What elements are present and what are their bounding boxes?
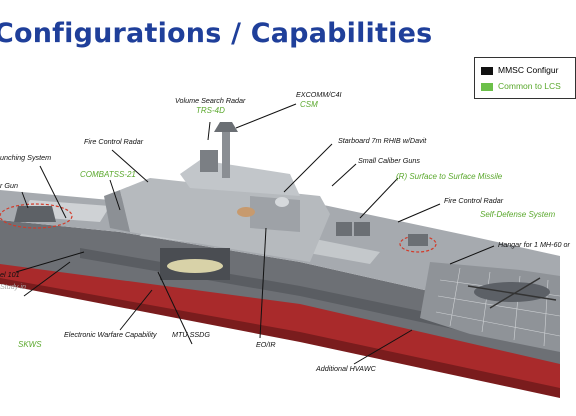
callout-self-defense-system: Self-Defense System (480, 210, 556, 219)
hull-boot-top-dark (0, 278, 560, 398)
aft-gun-icon (408, 234, 428, 246)
missile-launcher-icon (336, 222, 370, 236)
ship-illustration (0, 122, 561, 398)
callout-additional-hvawc: Additional HVAWC (316, 364, 376, 373)
radar-icon (200, 150, 218, 172)
callout-surface-to-surface-missile: (R) Surface to Surface Missile (396, 172, 503, 181)
leader-line (235, 103, 297, 129)
leader-line (15, 251, 85, 273)
legend-swatch (481, 82, 493, 91)
rhib-boat-icon (167, 259, 223, 273)
leader-line (353, 329, 413, 365)
leader-line (259, 227, 267, 339)
callout-mtu-ssdg: MTU SSDG (172, 330, 210, 339)
superstructure-front (104, 190, 130, 232)
leader-line (109, 179, 121, 211)
leader-line (111, 149, 149, 183)
leader-line (283, 143, 333, 193)
antenna-dome (237, 207, 255, 217)
ship-diagram: Configurations / Capabilities MMSC Confi… (0, 18, 576, 398)
mast-icon (222, 128, 230, 178)
callout-fire-control-radar-aft: Fire Control Radar (444, 196, 504, 205)
leader-line (21, 191, 29, 209)
aft-gun-ring (399, 235, 437, 253)
fwd-gun-ring (0, 203, 73, 229)
legend-swatch (481, 66, 493, 75)
callout-eo-ir: EO/IR (256, 340, 276, 349)
leader-line (207, 121, 211, 141)
callout-small-caliber-guns: Small Caliber Guns (358, 156, 420, 165)
fwd-gun-icon (14, 206, 56, 222)
leader-line (119, 289, 153, 331)
callout-excomm-c4i: EXCOMM/C4I (296, 90, 342, 99)
legend: MMSC Configur Common to LCS (474, 57, 576, 99)
callout-r-gun: r Gun (0, 181, 18, 190)
legend-item-mmsc: MMSC Configur (481, 64, 558, 76)
callout-hangar: Hangar for 1 MH-60 or (498, 240, 570, 249)
callout-combatss-21: COMBATSS-21 (80, 170, 136, 179)
callout-csm: CSM (300, 100, 318, 109)
legend-item-common: Common to LCS (481, 80, 561, 92)
leader-line (23, 261, 71, 297)
page-title: Configurations / Capabilities (0, 18, 433, 49)
callout-skws: SKWS (18, 340, 42, 349)
callout-electronic-warfare: Electronic Warfare Capability (64, 330, 157, 339)
callout-trs-4d: TRS-4D (196, 106, 225, 115)
legend-label: Common to LCS (498, 81, 561, 91)
callout-fire-control-radar-fwd: Fire Control Radar (84, 137, 144, 146)
antenna-dome (275, 197, 289, 207)
helicopter-icon (467, 277, 557, 309)
legend-label: MMSC Configur (498, 65, 559, 75)
leader-line (359, 177, 399, 219)
callout-volume-search-radar: Volume Search Radar (175, 96, 246, 105)
leader-line (449, 245, 495, 265)
leader-line (157, 271, 193, 345)
mast-top (214, 122, 238, 132)
callout-launching-system: unching System (0, 153, 52, 162)
callout-mk-101: el 101 (0, 270, 20, 279)
callout-study-in: Study in (0, 282, 26, 291)
callout-starboard-rhib: Starboard 7m RHIB w/Davit (338, 136, 427, 145)
callout-lines (15, 103, 495, 365)
leader-line (39, 165, 67, 219)
leader-line (397, 203, 441, 223)
leader-line (331, 163, 357, 187)
